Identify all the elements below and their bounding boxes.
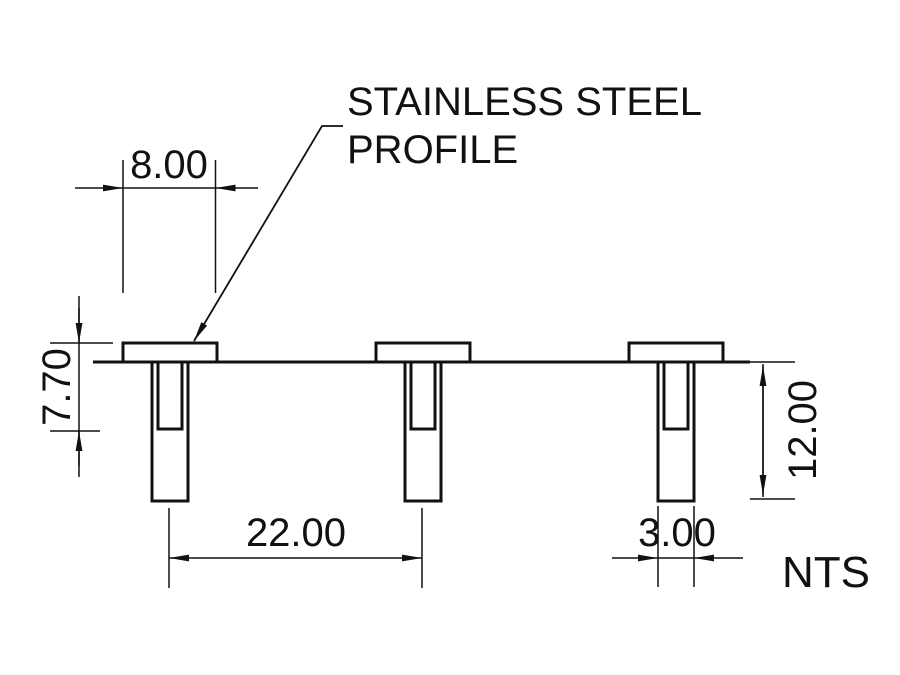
extension-line xyxy=(657,506,695,587)
leader-line xyxy=(193,125,343,342)
t-profile-2 xyxy=(374,341,472,503)
extension-line xyxy=(50,342,113,432)
dim-value: 8.00 xyxy=(130,143,208,187)
flange-outline xyxy=(627,341,725,364)
flange-outline xyxy=(374,341,472,364)
callout-line2: PROFILE xyxy=(347,128,518,172)
extension-line xyxy=(750,361,795,500)
t-profile-1 xyxy=(121,341,219,503)
dim-overall-depth: 12.00 xyxy=(750,361,825,500)
flange-outline xyxy=(121,341,219,364)
dim-flange-width: 8.00 xyxy=(75,143,258,293)
stem-outline xyxy=(403,362,443,503)
dim-profile-spacing: 22.00 xyxy=(168,508,423,588)
dim-groove-depth: 7.70 xyxy=(35,296,113,477)
dim-value: 3.00 xyxy=(638,511,716,555)
slot-outline xyxy=(156,362,184,431)
dim-value: 7.70 xyxy=(35,348,79,426)
dim-stem-width: 3.00 xyxy=(612,506,743,587)
callout-label: STAINLESS STEEL PROFILE xyxy=(347,80,702,172)
dim-value: 22.00 xyxy=(246,511,346,555)
nts-label: NTS xyxy=(782,548,870,597)
stem-outline xyxy=(150,362,190,503)
stem-outline xyxy=(656,362,696,503)
callout-line1: STAINLESS STEEL xyxy=(347,80,702,124)
extension-line xyxy=(122,160,217,293)
slot-outline xyxy=(409,362,437,431)
slot-outline xyxy=(662,362,690,431)
t-profile-3 xyxy=(627,341,725,503)
dim-value: 12.00 xyxy=(781,380,825,480)
extension-line xyxy=(168,508,423,588)
